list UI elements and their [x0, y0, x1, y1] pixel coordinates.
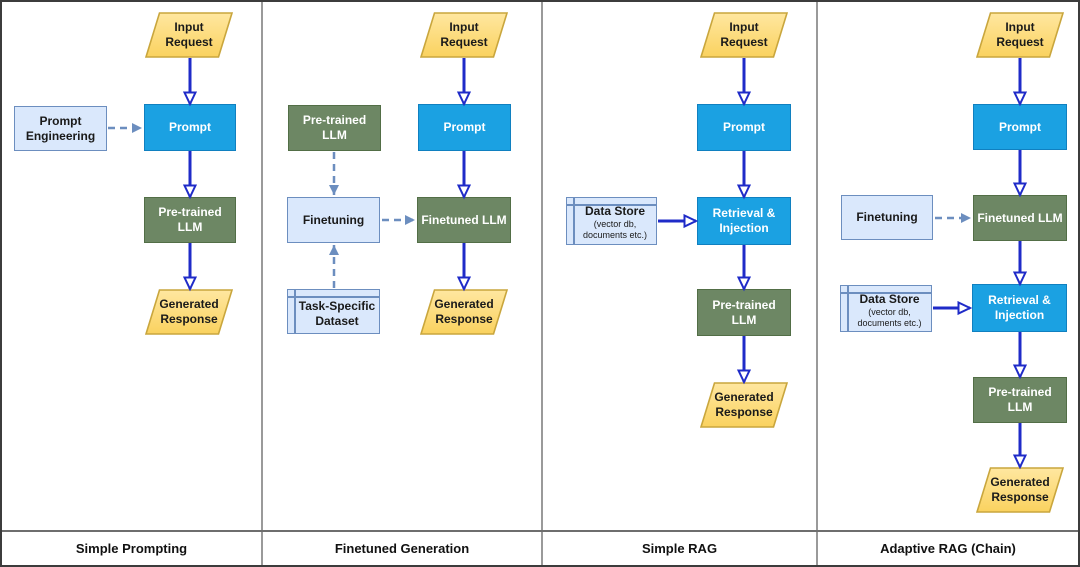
- parallelogram-shape: [976, 12, 1064, 58]
- node-label: Pre-trained LLM: [302, 113, 367, 142]
- node-label: Input Request: [440, 20, 488, 49]
- node-finetuning: Finetuning: [841, 195, 933, 240]
- panel-divider: [816, 0, 818, 567]
- node-pretrained-llm: Pre-trained LLM: [288, 105, 381, 151]
- node-pretrained-llm: Pre-trained LLM: [697, 289, 791, 336]
- parallelogram-shape: [420, 289, 508, 335]
- node-pretrained-llm: Pre-trained LLM: [144, 197, 236, 243]
- node-label: Finetuning: [856, 210, 918, 225]
- node-sublabel: (vector db, documents etc.): [582, 219, 648, 241]
- node-label: Prompt Engineering: [25, 113, 96, 143]
- node-input-request: Input Request: [145, 12, 233, 58]
- node-label: Prompt: [443, 120, 486, 135]
- node-task-specific-dataset: Task-Specific Dataset: [287, 289, 380, 334]
- parallelogram-shape: [976, 467, 1064, 513]
- parallelogram-shape: [700, 12, 788, 58]
- node-label: Prompt: [169, 120, 211, 135]
- node-label: Finetuned LLM: [977, 210, 1063, 225]
- node-label: Finetuned LLM: [421, 212, 507, 227]
- node-retrieval-injection: Retrieval & Injection: [697, 197, 791, 245]
- node-label: Finetuning: [302, 212, 365, 227]
- node-sublabel: (vector db, documents etc.): [857, 306, 922, 328]
- node-prompt: Prompt: [418, 104, 511, 151]
- node-label: Data Store: [859, 291, 920, 306]
- node-prompt: Prompt: [973, 104, 1067, 150]
- node-generated-response: Generated Response: [420, 289, 508, 335]
- node-label: Generated Response: [990, 475, 1050, 504]
- node-generated-response: Generated Response: [976, 467, 1064, 513]
- node-data-store: Data Store (vector db, documents etc.): [840, 285, 932, 332]
- node-finetuned-llm: Finetuned LLM: [973, 195, 1067, 241]
- node-label: Input Request: [165, 20, 213, 49]
- node-label: Prompt: [723, 120, 765, 135]
- panel-title-finetuned-generation: Finetuned Generation: [334, 541, 470, 556]
- node-finetuning: Finetuning: [287, 197, 380, 243]
- node-label: Pre-trained LLM: [158, 205, 222, 234]
- node-label: Input Request: [720, 20, 768, 49]
- parallelogram-shape: [420, 12, 508, 58]
- node-label: Data Store: [584, 204, 646, 219]
- node-label: Pre-trained LLM: [988, 385, 1052, 414]
- node-label: Task-Specific Dataset: [298, 298, 376, 328]
- node-label: Generated Response: [714, 390, 774, 419]
- panel-divider: [541, 0, 543, 567]
- node-input-request: Input Request: [700, 12, 788, 58]
- node-label: Pre-trained LLM: [712, 297, 776, 327]
- panel-title-adaptive-rag: Adaptive RAG (Chain): [880, 541, 1016, 556]
- node-finetuned-llm: Finetuned LLM: [417, 197, 511, 243]
- panel-title-simple-rag: Simple RAG: [641, 541, 718, 556]
- panel-divider: [261, 0, 263, 567]
- node-pretrained-llm: Pre-trained LLM: [973, 377, 1067, 423]
- node-generated-response: Generated Response: [145, 289, 233, 335]
- node-generated-response: Generated Response: [700, 382, 788, 428]
- panel-title-simple-prompting: Simple Prompting: [75, 541, 188, 556]
- node-label: Retrieval & Injection: [712, 206, 776, 235]
- node-input-request: Input Request: [420, 12, 508, 58]
- node-label: Prompt: [999, 119, 1041, 134]
- footer-separator: [0, 530, 1080, 532]
- parallelogram-shape: [145, 289, 233, 335]
- node-data-store: Data Store (vector db, documents etc.): [566, 197, 657, 245]
- node-prompt: Prompt: [144, 104, 236, 151]
- node-label: Input Request: [996, 20, 1044, 49]
- node-label: Retrieval & Injection: [988, 293, 1051, 322]
- parallelogram-shape: [145, 12, 233, 58]
- node-input-request: Input Request: [976, 12, 1064, 58]
- node-prompt-engineering: Prompt Engineering: [14, 106, 107, 151]
- parallelogram-shape: [700, 382, 788, 428]
- node-label: Generated Response: [434, 297, 494, 326]
- node-label: Generated Response: [159, 297, 219, 326]
- node-prompt: Prompt: [697, 104, 791, 151]
- node-retrieval-injection: Retrieval & Injection: [972, 284, 1067, 332]
